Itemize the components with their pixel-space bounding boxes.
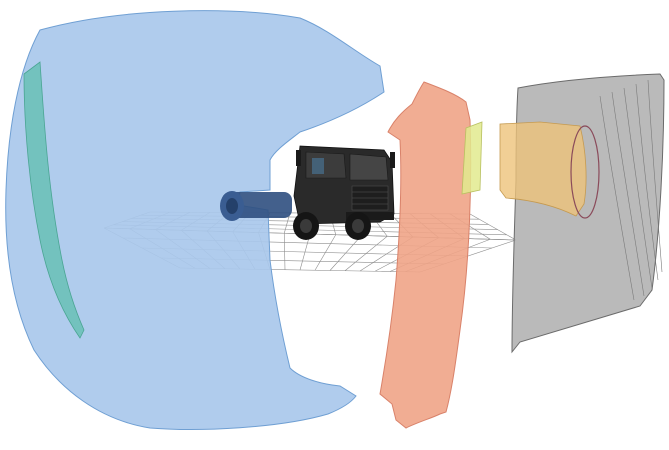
grid-line — [345, 236, 387, 271]
orange-panel-surface — [380, 82, 471, 428]
amber-tab-surface — [500, 122, 586, 216]
grid-line — [284, 233, 285, 270]
grid-line — [470, 214, 516, 240]
